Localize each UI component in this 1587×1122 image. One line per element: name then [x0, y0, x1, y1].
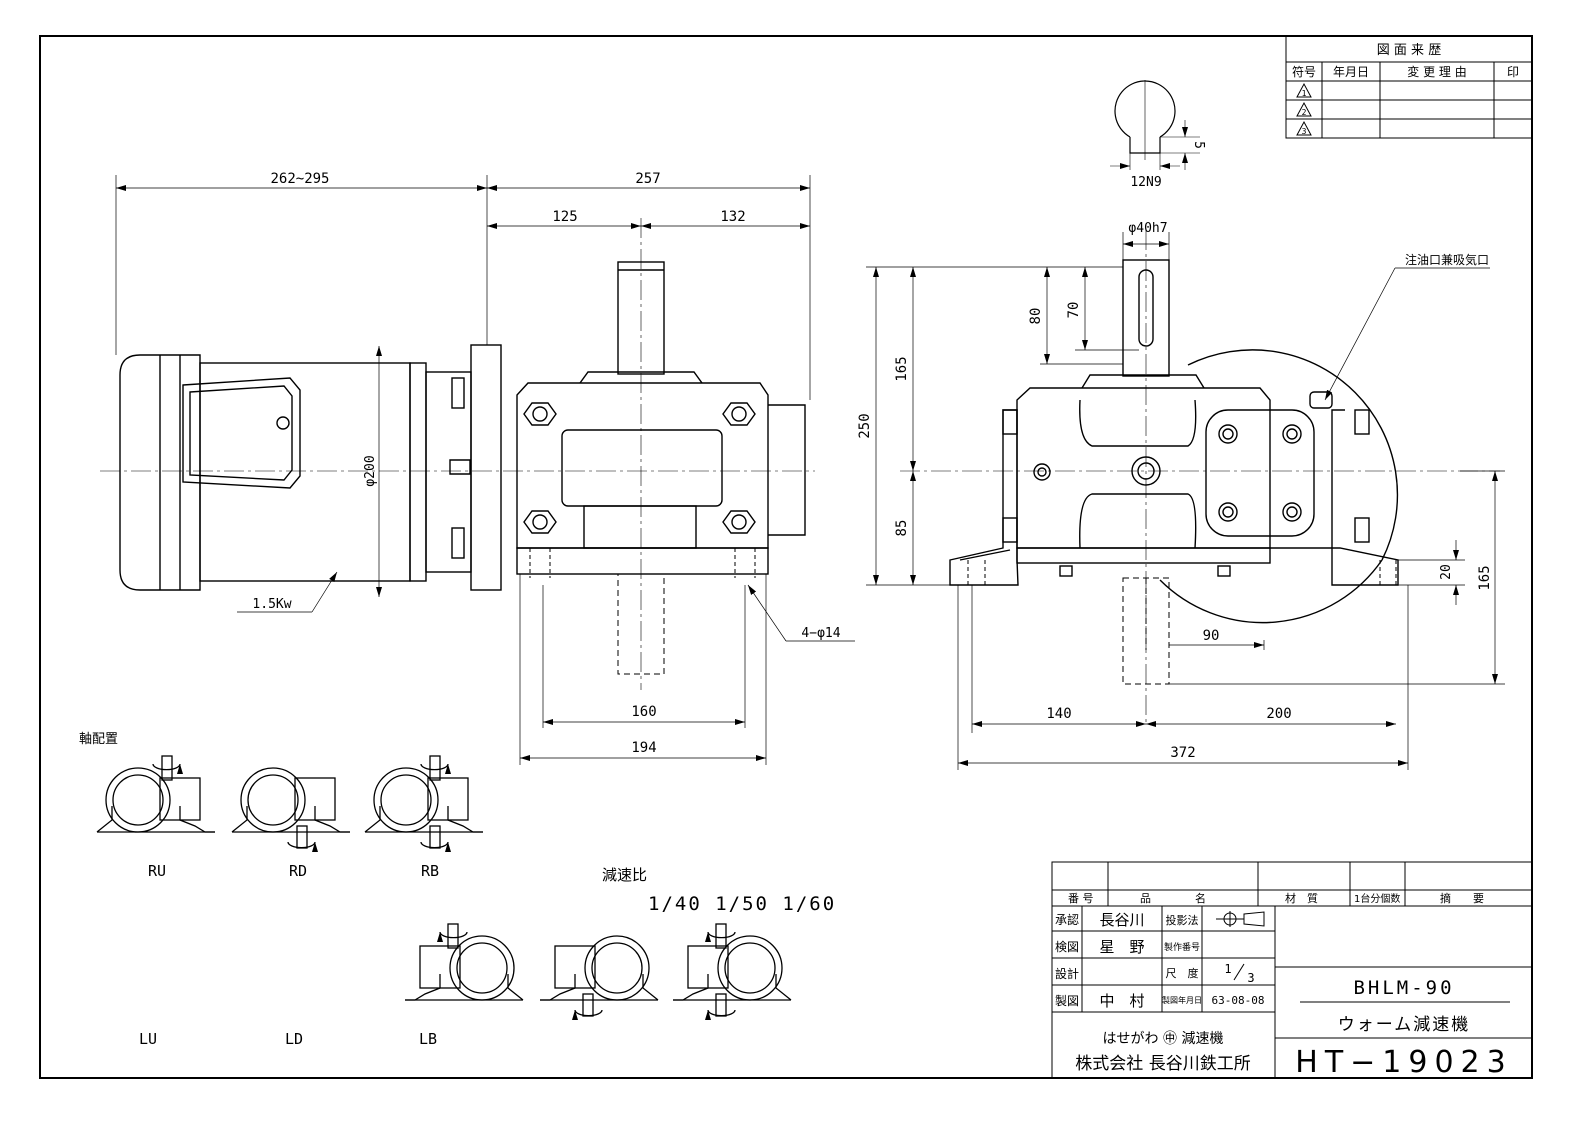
dim-top-overall: 257 [635, 171, 660, 187]
dim-shaft-length-80: 80 [1028, 308, 1044, 325]
dim-shaft-length-70: 70 [1066, 302, 1082, 319]
arrangement-label-rd: RD [289, 862, 307, 880]
tb-header-material: 材 質 [1285, 891, 1318, 905]
tb-approve-name: 長谷川 [1099, 911, 1144, 929]
dim-foot-left: 140 [1046, 706, 1071, 722]
tb-model: BHLM-90 [1353, 977, 1454, 999]
oil-port-note: 注油口兼吸気口 [1405, 252, 1489, 267]
arrangement-label-lu: LU [139, 1030, 157, 1048]
tb-date-value: 63-08-08 [1212, 994, 1265, 1007]
tb-draw-name: 中 村 [1099, 992, 1144, 1010]
shaft-arrangement-title: 軸配置 [79, 732, 118, 747]
dim-height-total: 250 [857, 413, 873, 438]
tb-mfg-number-label: 製作番号 [1164, 941, 1200, 953]
revision-table-title: 図 面 来 歴 [1377, 43, 1441, 58]
revision-mark-triangles [1296, 82, 1312, 136]
revision-header-seal: 印 [1507, 65, 1519, 79]
dim-height-upper: 165 [894, 356, 910, 381]
dim-key-width: 12N9 [1130, 175, 1161, 190]
dim-base-thickness: 20 [1439, 564, 1454, 580]
dim-base-inner: 160 [631, 704, 656, 720]
revision-header-reason: 変 更 理 由 [1407, 64, 1466, 79]
tb-scale-denominator: 3 [1247, 971, 1254, 985]
sheet-border [39, 35, 1533, 1079]
keyway-detail [1110, 80, 1200, 170]
revision-mark-2: 2 [1302, 108, 1307, 117]
side-view [100, 218, 815, 690]
dim-half-left: 125 [552, 209, 577, 225]
revision-header-mark: 符号 [1292, 64, 1316, 79]
reduction-values: 1/40 1/50 1/60 [648, 893, 836, 915]
dim-offset-90: 90 [1203, 628, 1220, 644]
tb-projection-label: 投影法 [1166, 913, 1199, 927]
dim-center-height: 165 [1477, 565, 1493, 590]
dim-power: 1.5Kw [252, 597, 291, 612]
end-view [900, 230, 1500, 722]
dim-half-right: 132 [720, 209, 745, 225]
tb-draw-label: 製図 [1055, 994, 1079, 1008]
title-block [1051, 861, 1533, 1079]
tb-date-label: 製図年月日 [1162, 995, 1202, 1005]
tb-brand: はせがわ ㊥ 減速機 [1103, 1030, 1224, 1047]
dim-foot-right: 200 [1266, 706, 1291, 722]
tb-header-quantity: 1台分個数 [1354, 892, 1400, 905]
revision-header-date: 年月日 [1333, 65, 1369, 79]
arrangement-label-ld: LD [285, 1030, 303, 1048]
arrangement-label-ru: RU [148, 862, 166, 880]
tb-header-number: 番 号 [1068, 892, 1094, 905]
tb-product-name: ウォーム減速機 [1338, 1015, 1471, 1035]
side-view-dimensions [115, 175, 855, 765]
tb-header-remarks: 摘 要 [1440, 891, 1484, 905]
tb-company: 株式会社 長谷川鉄工所 [1075, 1054, 1250, 1074]
shaft-arrangement-icons [96, 755, 792, 1021]
tb-check-label: 検図 [1055, 940, 1079, 954]
tb-header-name: 品 名 [1140, 891, 1206, 905]
dim-motor-diameter: φ200 [363, 455, 378, 486]
dim-shaft-diameter: φ40h7 [1128, 221, 1167, 236]
revision-mark-1: 1 [1302, 89, 1307, 98]
tb-approve-label: 承認 [1055, 912, 1079, 927]
revision-mark-3: 3 [1302, 127, 1307, 136]
tb-scale-numerator: 1 [1224, 962, 1231, 976]
arrangement-label-rb: RB [421, 862, 439, 880]
dim-foot-total: 372 [1170, 745, 1195, 761]
dim-holes: 4−φ14 [801, 626, 840, 641]
end-view-dimensions [866, 232, 1505, 770]
tb-drawing-number: HT−19023 [1295, 1045, 1512, 1080]
arrangement-label-lb: LB [419, 1030, 437, 1048]
tb-scale-label: 尺 度 [1166, 966, 1199, 980]
tb-check-name: 星 野 [1099, 938, 1144, 956]
dim-height-lower: 85 [894, 520, 910, 537]
revision-table [1285, 35, 1533, 139]
tb-design-label: 設計 [1055, 966, 1079, 981]
dim-keyway-depth: 5 [1191, 141, 1206, 149]
dim-left-overall: 262~295 [270, 171, 329, 187]
reduction-title: 減速比 [602, 866, 647, 884]
dim-base-outer: 194 [631, 740, 656, 756]
